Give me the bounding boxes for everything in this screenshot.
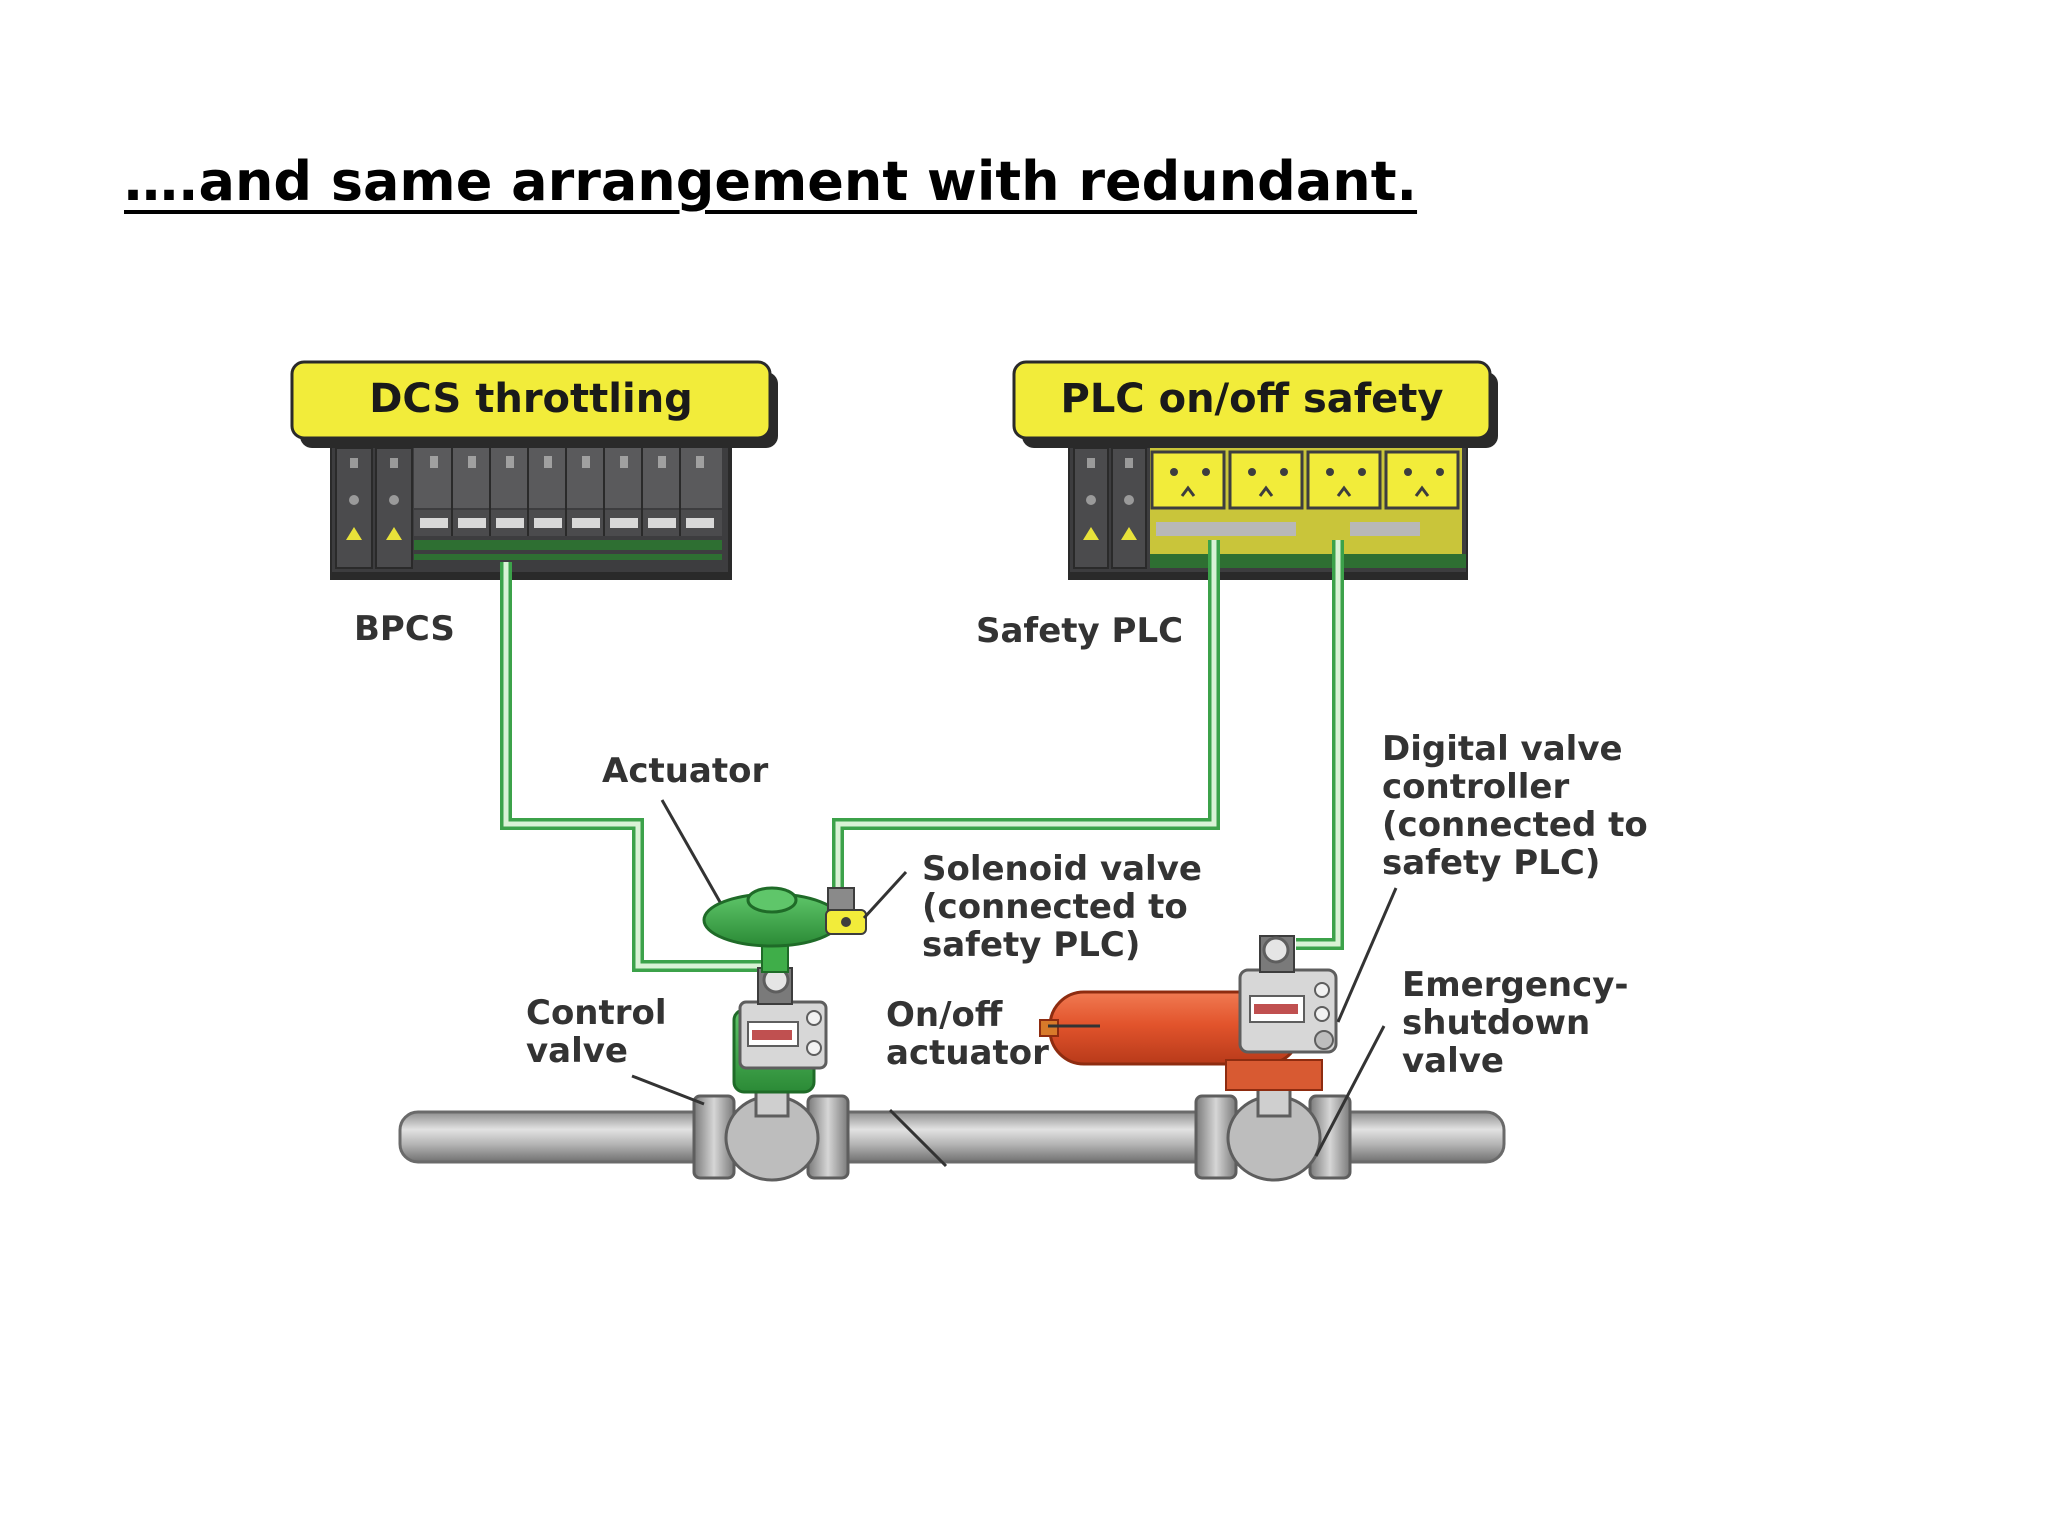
- dvc-label-line-4: safety PLC): [1382, 843, 1600, 883]
- esd-label-line-3: valve: [1402, 1041, 1504, 1081]
- control-valve-positioner: [732, 966, 828, 1094]
- esd-label-line-2: shutdown: [1402, 1003, 1590, 1043]
- dcs-power-modules: [335, 447, 413, 569]
- dvc-label-line-1: Digital valve: [1382, 729, 1623, 769]
- esd-valve: [1194, 1084, 1352, 1182]
- plc-rack: [1068, 440, 1468, 580]
- control-valve-label: Control valve: [526, 993, 667, 1071]
- dcs-header-text: DCS throttling: [369, 376, 693, 422]
- onoff-label-line-2: actuator: [886, 1033, 1049, 1073]
- plc-safety-io-modules: [1150, 448, 1466, 568]
- solenoid-signal-line: [832, 540, 1220, 890]
- dcs-rack: [330, 440, 732, 580]
- solenoid-valve: [825, 887, 867, 935]
- esd-label-line-1: Emergency-: [1402, 965, 1629, 1005]
- digital-valve-controller: [1238, 935, 1338, 1054]
- signal-lines: [500, 540, 1344, 972]
- actuator-label: Actuator: [602, 751, 768, 791]
- dcs-io-modules: [414, 448, 722, 560]
- dcs-header: DCS throttling: [290, 360, 778, 448]
- dvc-label-line-3: (connected to: [1382, 805, 1648, 845]
- slide-title: ….and same arrangement with redundant.: [124, 150, 1418, 213]
- dvc-signal-line: [1296, 540, 1344, 950]
- solenoid-label-line-2: (connected to: [922, 887, 1188, 927]
- bpcs-signal-line: [500, 562, 768, 972]
- safety-plc-label: Safety PLC: [976, 611, 1183, 651]
- control-valve-label-line-1: Control: [526, 993, 667, 1033]
- onoff-label-line-1: On/off: [886, 995, 1003, 1035]
- leader-lines: [631, 799, 1398, 1168]
- control-valve-actuator: [702, 886, 842, 973]
- control-valve: [692, 1084, 850, 1182]
- plc-header: PLC on/off safety: [1012, 360, 1498, 448]
- solenoid-label-line-3: safety PLC): [922, 925, 1140, 965]
- solenoid-label: Solenoid valve (connected to safety PLC): [922, 849, 1202, 965]
- esd-valve-label: Emergency- shutdown valve: [1402, 965, 1629, 1081]
- control-valve-label-line-2: valve: [526, 1031, 628, 1071]
- dvc-label: Digital valve controller (connected to s…: [1382, 729, 1648, 883]
- dvc-label-line-2: controller: [1382, 767, 1569, 807]
- solenoid-label-line-1: Solenoid valve: [922, 849, 1202, 889]
- onoff-actuator-label: On/off actuator: [886, 995, 1049, 1073]
- plc-header-text: PLC on/off safety: [1061, 376, 1444, 422]
- bpcs-label: BPCS: [354, 609, 455, 649]
- plc-power-modules: [1073, 447, 1147, 569]
